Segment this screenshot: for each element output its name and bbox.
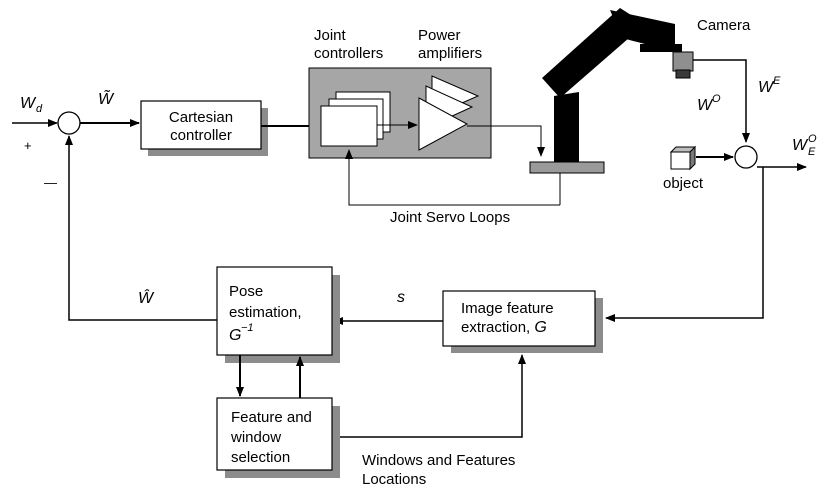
svg-text:O: O bbox=[808, 133, 817, 145]
svg-text:W: W bbox=[792, 137, 809, 154]
robot-arm bbox=[542, 8, 682, 162]
summing-junction-left bbox=[57, 111, 81, 135]
image-feature-extraction-label: Image feature bbox=[461, 300, 554, 317]
feature-window-selection-label: Feature and bbox=[231, 409, 312, 426]
cartesian-controller-label-2: controller bbox=[170, 127, 232, 144]
w-e-o-label: W O E bbox=[792, 133, 817, 158]
w-hat-label: Ŵ bbox=[138, 288, 155, 307]
joint-servo-loops-label: Joint Servo Loops bbox=[390, 209, 510, 226]
output-to-image-feature-line bbox=[605, 167, 764, 322]
w-e-label: W E bbox=[758, 75, 781, 96]
svg-text:W: W bbox=[758, 79, 775, 96]
joint-controllers-label: Joint bbox=[314, 27, 347, 44]
power-amplifier-1 bbox=[418, 97, 469, 151]
svg-text:O: O bbox=[712, 93, 721, 105]
input-w-d-label: W d bbox=[20, 95, 43, 115]
minus-sign: — bbox=[44, 175, 57, 190]
power-amplifiers-label: Power bbox=[418, 27, 461, 44]
feature-window-selection-block bbox=[216, 397, 333, 471]
summing-junction-right bbox=[734, 145, 758, 169]
joint-servo-loop bbox=[345, 149, 560, 206]
windows-features-label: Windows and Features bbox=[362, 452, 515, 469]
selection-to-image-feature-line bbox=[340, 354, 526, 438]
feature-window-selection-label-3: selection bbox=[231, 449, 290, 466]
svg-text:−1: −1 bbox=[241, 322, 254, 334]
joint-controllers-label-2: controllers bbox=[314, 45, 383, 62]
image-feature-extraction-label-2: extraction, G bbox=[461, 319, 547, 336]
cartesian-controller-label: Cartesian bbox=[169, 109, 233, 126]
w-o-label: W O bbox=[697, 93, 721, 114]
svg-text:W: W bbox=[20, 95, 37, 112]
feedback-to-input-line bbox=[65, 135, 217, 321]
pose-estimation-label: Pose bbox=[229, 283, 263, 300]
pose-estimation-label-3: G −1 bbox=[229, 322, 254, 344]
svg-text:d: d bbox=[36, 103, 43, 115]
cartesian-controller-block bbox=[140, 100, 262, 150]
amp-to-robot-line bbox=[467, 125, 545, 157]
pose-estimation-label-2: estimation, bbox=[229, 304, 302, 321]
feature-window-selection-label-2: window bbox=[230, 429, 281, 446]
windows-features-label-2: Locations bbox=[362, 471, 426, 488]
s-label: s bbox=[397, 289, 405, 306]
joint-controller-box-1 bbox=[320, 105, 378, 147]
power-amplifiers-label-2: amplifiers bbox=[418, 45, 482, 62]
image-feature-extraction-block bbox=[442, 290, 596, 347]
camera-icon bbox=[672, 51, 694, 79]
camera-label: Camera bbox=[697, 17, 751, 34]
pose-estimation-block bbox=[216, 266, 333, 356]
svg-text:W: W bbox=[697, 97, 714, 114]
svg-text:E: E bbox=[773, 75, 781, 87]
plus-sign: + bbox=[24, 138, 32, 153]
error-w-tilde-label: W̃ bbox=[98, 88, 115, 108]
camera-to-junction-line bbox=[693, 59, 750, 143]
object-label: object bbox=[663, 175, 704, 192]
svg-text:G: G bbox=[229, 327, 241, 344]
object-cube-icon bbox=[669, 145, 697, 171]
robot-base-plate bbox=[529, 161, 605, 174]
svg-text:E: E bbox=[808, 146, 816, 158]
